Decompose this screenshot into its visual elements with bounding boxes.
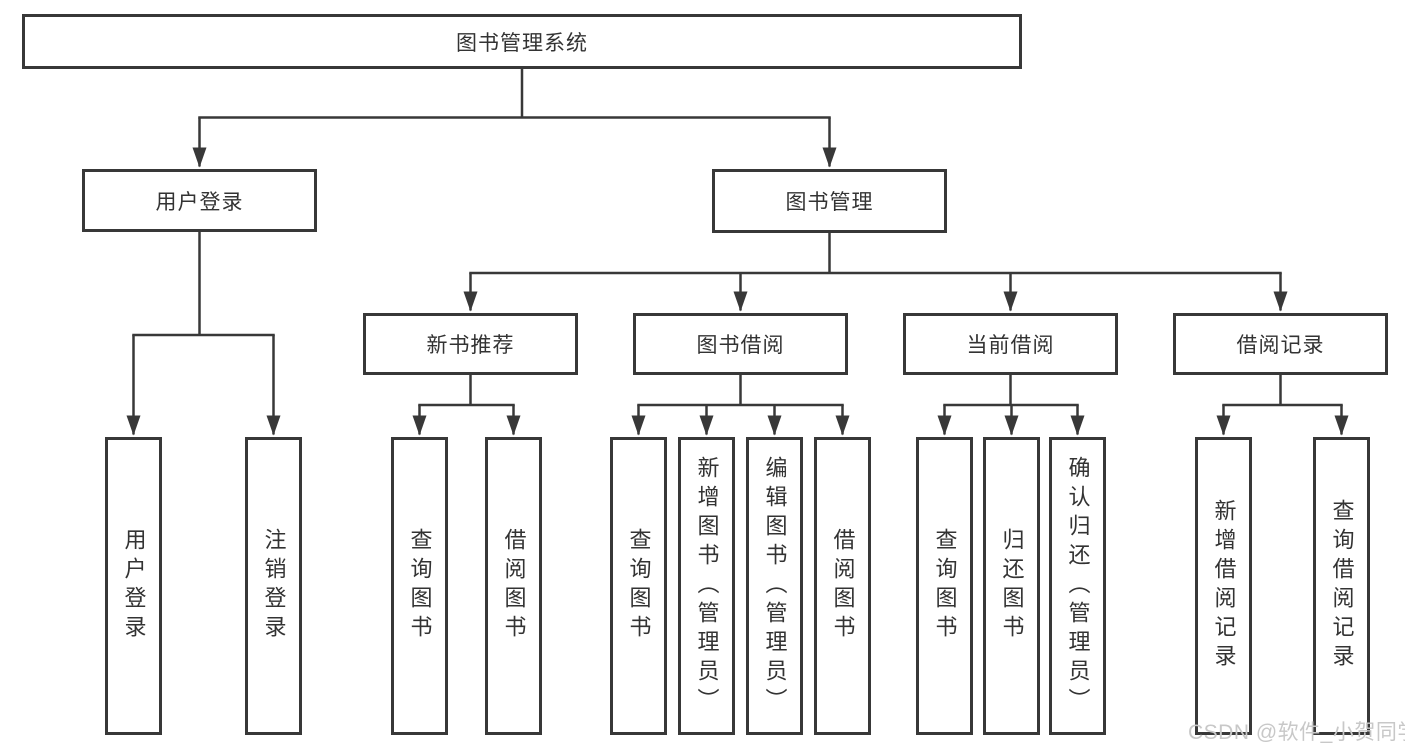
node-current-borrow-label: 当前借阅	[966, 334, 1055, 357]
connector-root-to-level2	[192, 69, 837, 168]
leaf-current-query: 查询图书	[916, 437, 973, 735]
leaf-new-book-query: 查询图书	[391, 437, 448, 735]
leaf-new-book-borrow: 借阅图书	[485, 437, 542, 735]
leaf-logout-label: 注销登录	[261, 528, 287, 644]
leaf-user-login: 用户登录	[105, 437, 162, 735]
connector-new-book-children	[412, 375, 521, 436]
leaf-borrow-query: 查询图书	[610, 437, 667, 735]
leaf-borrow-query-label: 查询图书	[626, 528, 652, 644]
connector-borrow-record-children	[1216, 375, 1349, 436]
leaf-current-confirm-label: 确认归还（管理员）	[1065, 455, 1091, 717]
leaf-current-query-label: 查询图书	[932, 528, 958, 644]
node-book-borrow: 图书借阅	[633, 313, 848, 375]
node-new-book-label: 新书推荐	[426, 334, 515, 357]
node-current-borrow: 当前借阅	[903, 313, 1118, 375]
leaf-user-login-label: 用户登录	[121, 528, 147, 644]
leaf-current-return: 归还图书	[983, 437, 1040, 735]
node-root: 图书管理系统	[22, 14, 1022, 69]
leaf-record-add-label: 新增借阅记录	[1211, 499, 1237, 673]
leaf-borrow-edit-label: 编辑图书（管理员）	[762, 455, 788, 717]
leaf-record-add: 新增借阅记录	[1195, 437, 1252, 735]
leaf-record-query-label: 查询借阅记录	[1329, 499, 1355, 673]
leaf-new-book-query-label: 查询图书	[407, 528, 433, 644]
connector-book-mgmt-children	[463, 233, 1288, 312]
leaf-borrow-borrow-label: 借阅图书	[830, 528, 856, 644]
leaf-borrow-borrow: 借阅图书	[814, 437, 871, 735]
node-book-mgmt: 图书管理	[712, 169, 947, 233]
node-user-login-label: 用户登录	[155, 190, 244, 214]
leaf-new-book-borrow-label: 借阅图书	[501, 528, 527, 644]
csdn-watermark: CSDN @软件_小贺同学	[1188, 721, 1405, 744]
node-new-book: 新书推荐	[363, 313, 578, 375]
connector-user-login-children	[126, 232, 281, 436]
leaf-borrow-edit: 编辑图书（管理员）	[746, 437, 803, 735]
leaf-borrow-add: 新增图书（管理员）	[678, 437, 735, 735]
node-user-login: 用户登录	[82, 169, 317, 232]
leaf-record-query: 查询借阅记录	[1313, 437, 1370, 735]
connector-book-borrow-children	[631, 375, 850, 436]
node-borrow-record-label: 借阅记录	[1236, 334, 1325, 357]
leaf-current-confirm: 确认归还（管理员）	[1049, 437, 1106, 735]
leaf-logout: 注销登录	[245, 437, 302, 735]
node-root-label: 图书管理系统	[456, 31, 588, 55]
node-book-mgmt-label: 图书管理	[785, 191, 874, 214]
node-borrow-record: 借阅记录	[1173, 313, 1388, 375]
connector-current-borrow-children	[937, 375, 1085, 436]
leaf-borrow-add-label: 新增图书（管理员）	[694, 455, 720, 717]
leaf-current-return-label: 归还图书	[999, 528, 1025, 644]
node-book-borrow-label: 图书借阅	[696, 334, 785, 357]
